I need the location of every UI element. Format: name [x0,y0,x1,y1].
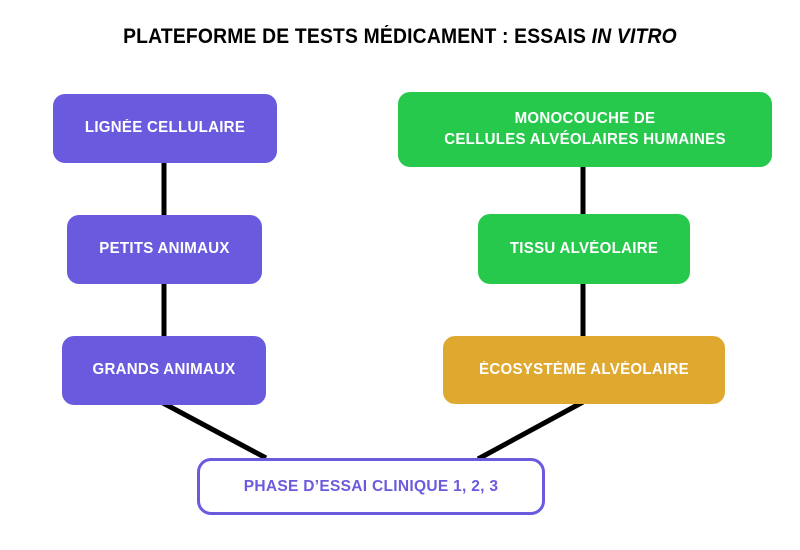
node-monocouche-label: MONOCOUCHE DE CELLULES ALVÉOLAIRES HUMAI… [411,109,758,150]
node-monocouche-label-line2: CELLULES ALVÉOLAIRES HUMAINES [444,130,726,148]
page-title-main: PLATEFORME DE TESTS MÉDICAMENT : ESSAIS [123,25,592,48]
node-petits-animaux[interactable]: PETITS ANIMAUX [67,215,262,284]
node-grands-animaux-label: GRANDS ANIMAUX [92,361,236,379]
node-phase-essai-clinique[interactable]: PHASE D’ESSAI CLINIQUE 1, 2, 3 [197,458,545,515]
node-petits-animaux-label: PETITS ANIMAUX [99,240,230,258]
node-ecosysteme-alveolaire[interactable]: ÉCOSYSTÈME ALVÉOLAIRE [443,336,725,404]
connector-ecosysteme-to-phase [476,399,585,462]
node-ecosysteme-alveolaire-label: ÉCOSYSTÈME ALVÉOLAIRE [479,360,689,378]
node-lignee-cellulaire-label: LIGNÉE CELLULAIRE [84,119,246,137]
node-monocouche-label-line1: MONOCOUCHE DE [514,110,656,128]
node-phase-essai-clinique-label: PHASE D’ESSAI CLINIQUE 1, 2, 3 [243,477,499,495]
node-grands-animaux[interactable]: GRANDS ANIMAUX [62,336,266,405]
page-title: PLATEFORME DE TESTS MÉDICAMENT : ESSAIS … [32,25,768,49]
node-tissu-alveolaire[interactable]: TISSU ALVÉOLAIRE [478,214,690,284]
node-monocouche-cellules-alveolaires-humaines[interactable]: MONOCOUCHE DE CELLULES ALVÉOLAIRES HUMAI… [398,92,772,167]
page-title-italic: IN VITRO [591,25,677,48]
connector-grands-to-phase [161,400,268,461]
node-tissu-alveolaire-label: TISSU ALVÉOLAIRE [509,239,659,257]
node-lignee-cellulaire[interactable]: LIGNÉE CELLULAIRE [53,94,277,163]
